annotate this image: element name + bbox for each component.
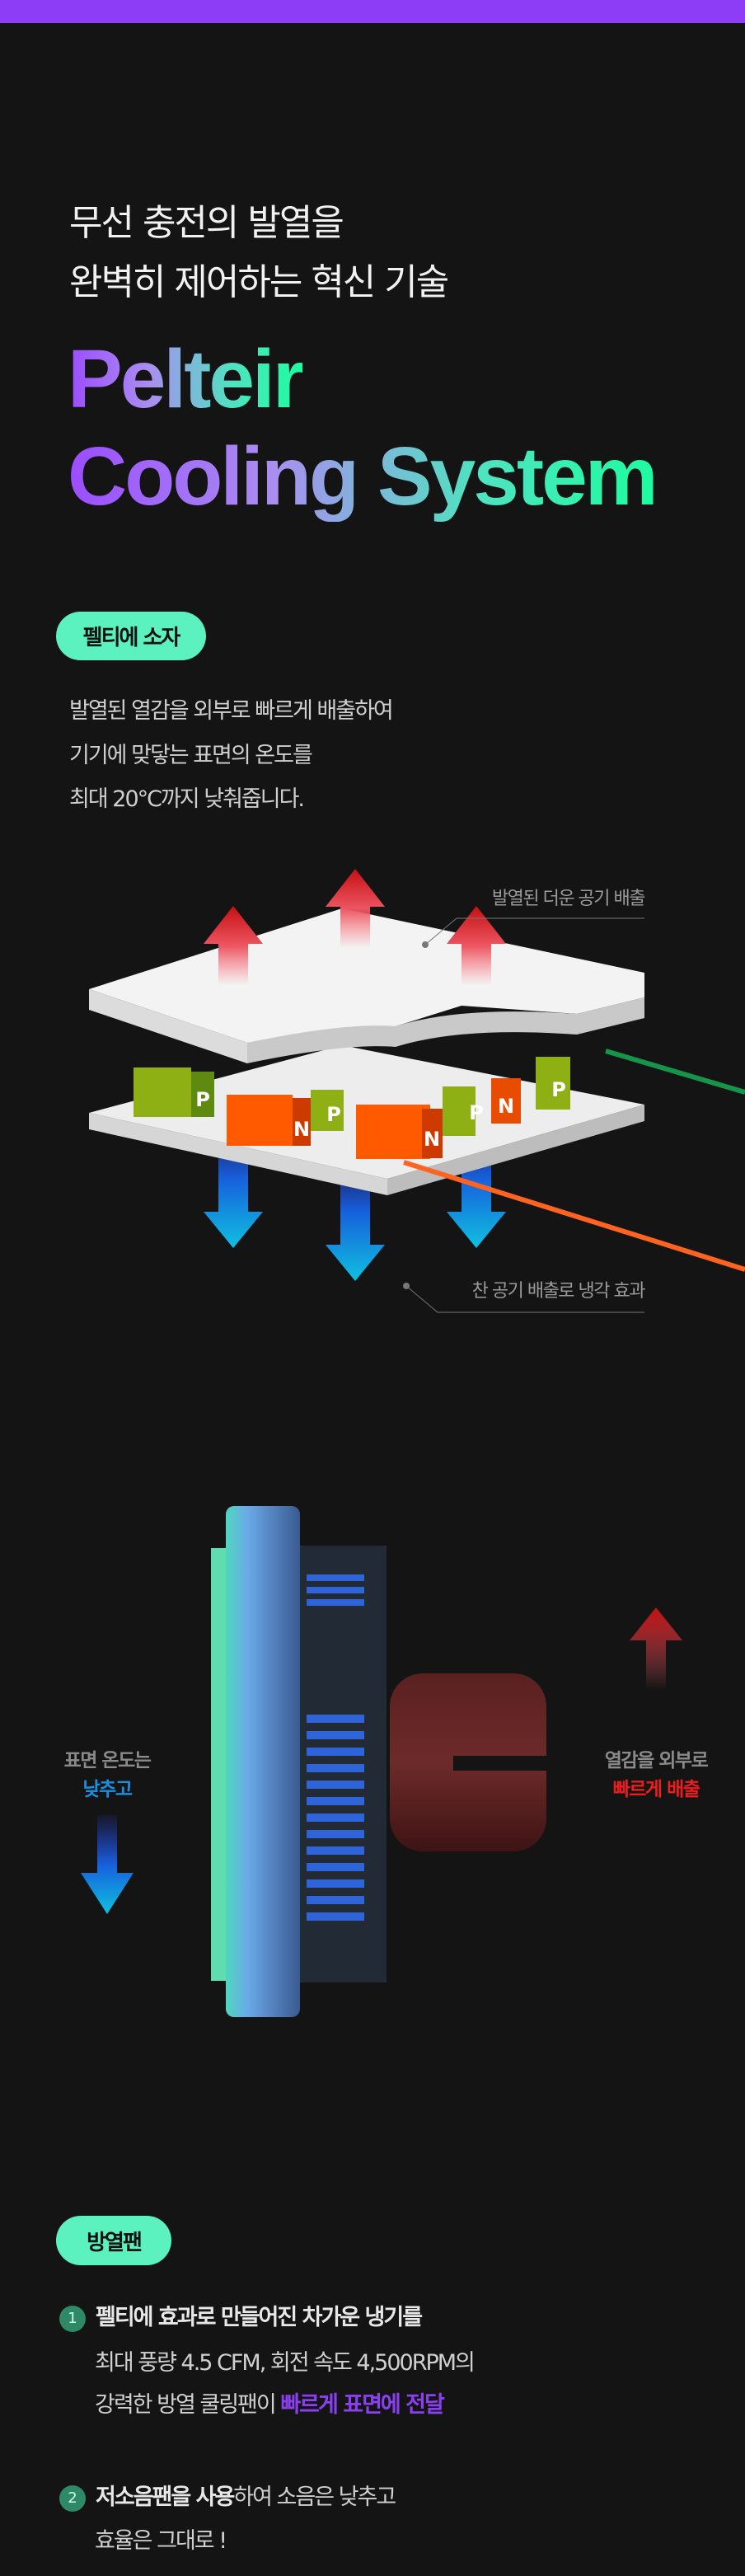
hot-air-arrows xyxy=(204,869,506,985)
feature-item-1-title: 1 펠티에 효과로 만들어진 차가운 냉기를 xyxy=(59,2302,423,2334)
cooling-surface xyxy=(226,1506,300,2017)
feature-highlight: 빠르게 표면에 전달 xyxy=(280,2392,445,2418)
feature-title-bold: 저소음팬을 사용 xyxy=(96,2485,235,2510)
cool-down-arrow xyxy=(81,1815,134,1914)
cooling-fan-visual xyxy=(81,1506,682,2017)
cold-air-label: 찬 공기 배출로 냉각 효과 xyxy=(471,1281,646,1302)
feature-text: 강력한 방열 쿨링팬이 xyxy=(95,2392,281,2418)
heat-out-arrow xyxy=(630,1607,682,1690)
cold-label-leader xyxy=(403,1283,644,1313)
top-accent-bar xyxy=(0,0,745,23)
n-label: N xyxy=(293,1118,310,1141)
feature-item-2-title: 2 저소음팬을 사용하여 소음은 낮추고 xyxy=(59,2481,396,2514)
hero-headline-line2: Cooling System xyxy=(68,430,658,523)
top-plate xyxy=(89,908,644,1063)
feature-item-1-line2: 최대 풍량 4.5 CFM, 회전 속도 4,500RPM의 xyxy=(95,2350,476,2376)
surface-temp-label: 표면 온도는 xyxy=(63,1750,152,1771)
heat-out-label: 열감을 외부로 xyxy=(604,1750,709,1771)
number-badge: 2 xyxy=(59,2485,86,2512)
n-label: N xyxy=(498,1095,514,1118)
p-label: P xyxy=(551,1078,566,1101)
orange-wire xyxy=(403,1160,745,1272)
hot-air-label: 발열된 더운 공기 배출 xyxy=(491,889,646,909)
led-edge xyxy=(211,1548,227,1981)
green-wire xyxy=(605,1049,745,1095)
p-label: P xyxy=(326,1103,341,1126)
p-label: P xyxy=(469,1101,484,1124)
peltier-description-line: 최대 20°C까지 낮춰줍니다. xyxy=(69,786,305,812)
hero-title-line2: 완벽히 제어하는 혁신 기술 xyxy=(69,261,449,303)
semiconductor-elements: P N P N P N P xyxy=(134,1057,570,1159)
feature-item-2-line2: 효율은 그대로 ! xyxy=(95,2528,227,2554)
cooling-fan-badge: 방열팬 xyxy=(56,2216,171,2265)
peltier-description-line: 발열된 열감을 외부로 빠르게 배출하여 xyxy=(69,698,394,724)
peltier-diagram: P N P N P N P xyxy=(89,869,745,1313)
fan-blades xyxy=(307,1574,364,1921)
hero-title-line1: 무선 충전의 발열을 xyxy=(69,202,344,244)
feature-item-1-line3: 강력한 방열 쿨링팬이 빠르게 표면에 전달 xyxy=(95,2389,445,2422)
heat-out-fast-label: 빠르게 배출 xyxy=(612,1779,700,1800)
n-label: N xyxy=(424,1128,440,1151)
peltier-badge: 펠티에 소자 xyxy=(56,612,206,660)
surface-temp-lower-label: 낮추고 xyxy=(82,1779,133,1800)
hot-label-leader xyxy=(422,917,644,948)
feature-title: 펠티에 효과로 만들어진 차가운 냉기를 xyxy=(96,2305,423,2330)
feature-title-rest: 하여 소음은 낮추고 xyxy=(233,2485,396,2510)
mount-slot xyxy=(453,1756,546,1771)
peltier-description-line: 기기에 맞닿는 표면의 온도를 xyxy=(69,743,313,768)
p-label: P xyxy=(195,1088,210,1111)
number-badge: 1 xyxy=(59,2305,86,2332)
hero-headline-line1: Pelteir xyxy=(68,333,305,425)
